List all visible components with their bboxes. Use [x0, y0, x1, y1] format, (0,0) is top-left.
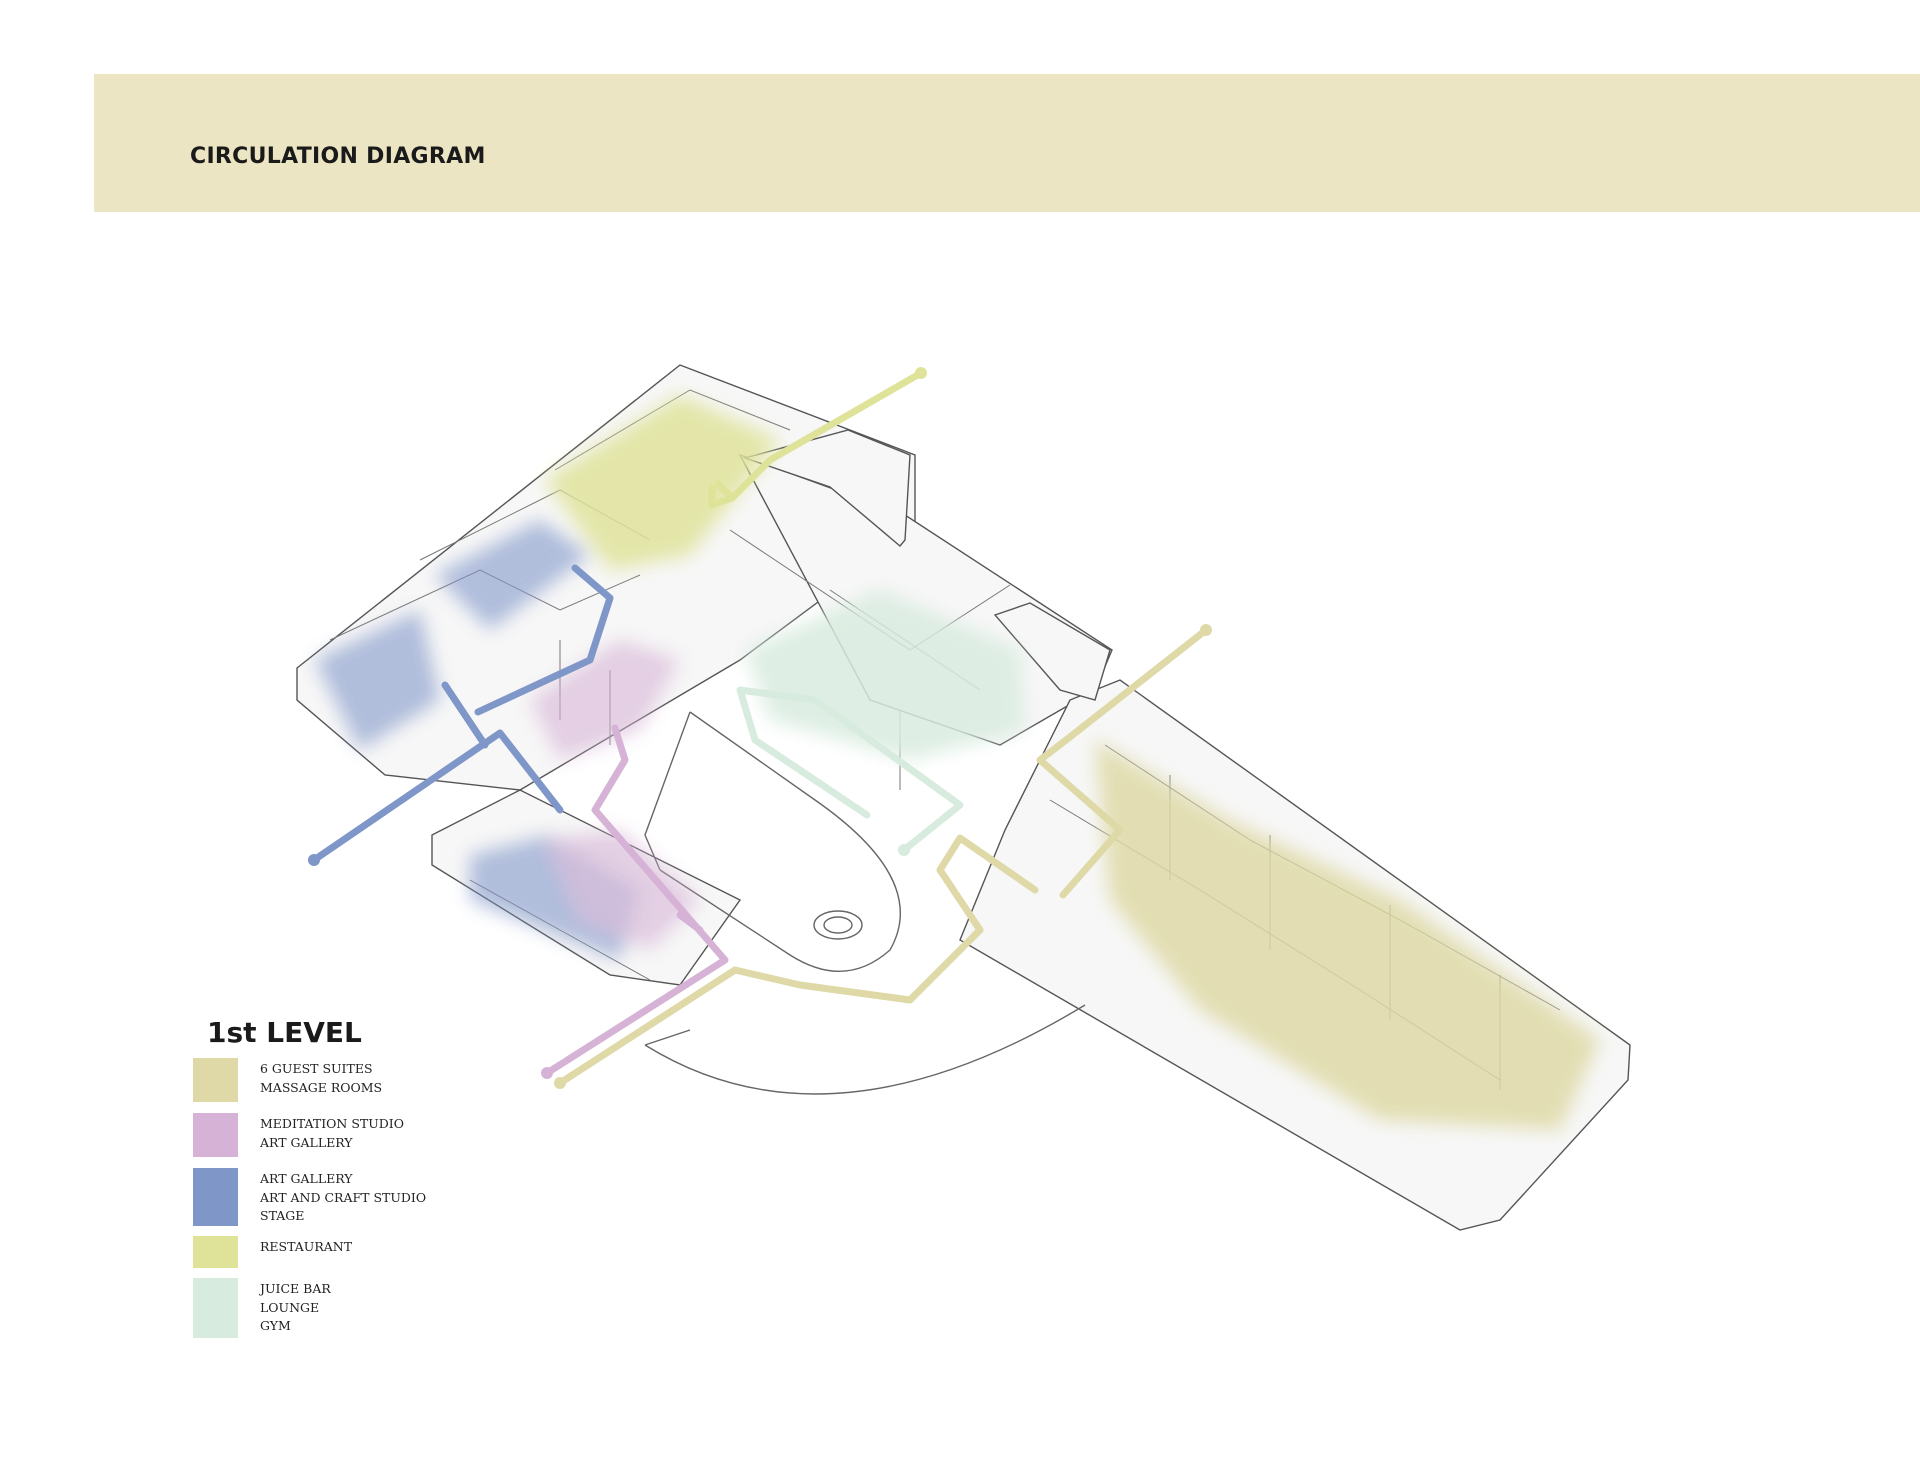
art-path: [310, 729, 564, 864]
restaurant-path-endpoint: [915, 367, 927, 379]
juice-zone: [745, 590, 1025, 760]
legend-item-restaurant: RESTAURANT: [193, 1236, 352, 1268]
meditation-path-branch: [676, 911, 704, 934]
legend-label: JUICE BAR: [260, 1281, 331, 1296]
legend-label: 6 GUEST SUITES: [260, 1061, 373, 1076]
restaurant-zone: [545, 395, 780, 570]
legend-swatch-meditation: [193, 1113, 238, 1157]
zone-washes: [315, 395, 1600, 1130]
legend-item-art: ART GALLERY ART AND CRAFT STUDIO STAGE: [193, 1168, 426, 1226]
courtyard: [644, 711, 1086, 1095]
legend-label: ART AND CRAFT STUDIO: [260, 1189, 427, 1205]
juice-path: [736, 686, 964, 854]
art-path-endpoint: [308, 854, 320, 866]
legend-label: RESTAURANT: [260, 1239, 353, 1254]
legend-label: GYM: [260, 1318, 291, 1333]
level-title: 1st LEVEL: [207, 1016, 362, 1049]
legend-label: ART GALLERY: [260, 1134, 353, 1150]
art-path-branch: [441, 681, 489, 749]
meditation-zone-upper: [530, 640, 680, 760]
circulation-paths: [308, 367, 1212, 1089]
legend-swatch-suites: [193, 1058, 238, 1102]
legend-label: STAGE: [260, 1208, 305, 1223]
meditation-zone-lower: [545, 830, 700, 950]
art-path-branch-2: [474, 564, 614, 716]
suites-path-upper: [1036, 626, 1210, 899]
art-zone-lower: [315, 610, 440, 750]
juice-path-endpoint: [898, 844, 910, 856]
legend-swatch-juice: [193, 1278, 238, 1338]
restaurant-path: [728, 369, 925, 502]
page-title: CIRCULATION DIAGRAM: [190, 144, 486, 169]
legend-label: LOUNGE: [260, 1299, 320, 1315]
legend-item-suites: 6 GUEST SUITES MASSAGE ROOMS: [193, 1058, 382, 1102]
legend-label: MASSAGE ROOMS: [260, 1079, 383, 1095]
legend-label: MEDITATION STUDIO: [260, 1116, 404, 1131]
legend-label: ART GALLERY: [260, 1171, 353, 1186]
art-zone-upper: [435, 520, 590, 630]
suites-zone: [1095, 740, 1600, 1130]
header-band: CIRCULATION DIAGRAM: [94, 74, 1920, 212]
legend-swatch-art: [193, 1168, 238, 1226]
meditation-path: [543, 724, 729, 1077]
suites-path: [556, 834, 1039, 1087]
legend-swatch-restaurant: [193, 1236, 238, 1268]
suites-path-endpoint: [554, 1077, 566, 1089]
suites-path-upper-endpoint: [1200, 624, 1212, 636]
legend-item-meditation: MEDITATION STUDIO ART GALLERY: [193, 1113, 404, 1157]
meditation-path-endpoint: [541, 1067, 553, 1079]
restaurant-arrow: [708, 480, 736, 509]
legend-item-juice: JUICE BAR LOUNGE GYM: [193, 1278, 331, 1338]
